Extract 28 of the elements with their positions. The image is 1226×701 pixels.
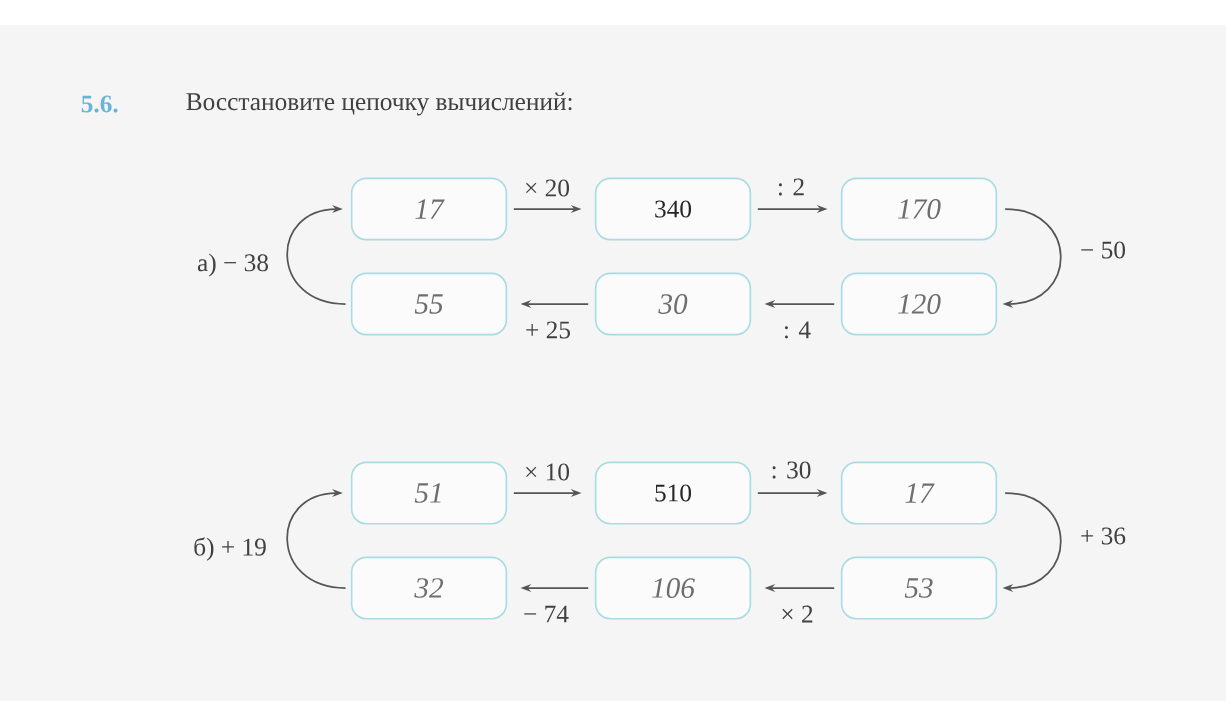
edge-label: + 36 (1081, 527, 1126, 545)
exercise-number: 5.6. (81, 95, 118, 113)
number-box: 510 (594, 461, 752, 525)
number-box: 17 (840, 461, 998, 525)
edge-label: + 25 (526, 321, 570, 339)
arrow (286, 488, 347, 589)
edge-label: : 4 (784, 321, 811, 339)
number-box: 17 (350, 177, 508, 241)
edge-label: б) + 19 (194, 537, 266, 561)
number-box: 55 (350, 272, 508, 336)
edge-label: − 74 (524, 605, 569, 623)
number-box: 120 (840, 272, 998, 336)
number-box: 340 (594, 177, 752, 241)
arrow (286, 204, 347, 305)
edge-label: × 20 (526, 179, 569, 197)
edge-label: : 2 (778, 178, 804, 196)
number-box: 170 (840, 177, 998, 241)
number-box: 51 (350, 461, 508, 525)
edge-label: − 50 (1081, 241, 1125, 259)
edge-label: : 30 (772, 461, 811, 479)
edge-label: × 10 (526, 463, 569, 481)
edge-label: а) − 38 (197, 253, 268, 277)
number-box: 32 (350, 556, 508, 620)
edge-label: × 2 (782, 605, 813, 623)
number-box: 30 (594, 272, 752, 336)
number-box: 106 (594, 556, 752, 620)
title: Восстановите цепочку вычислений: (186, 92, 572, 116)
number-box: 53 (840, 556, 998, 620)
